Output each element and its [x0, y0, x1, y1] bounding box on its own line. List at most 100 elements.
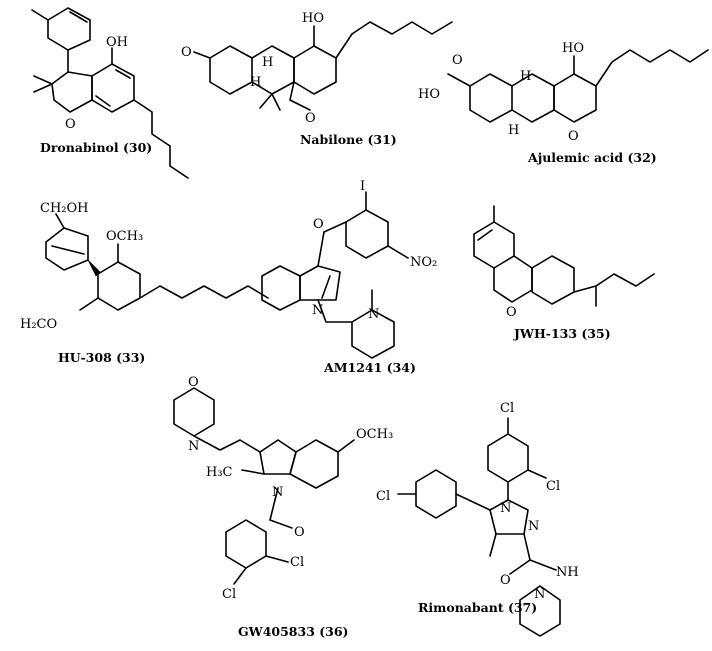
- atom-cl2: Cl: [222, 587, 236, 602]
- bond-chain: [595, 49, 709, 87]
- atom-o: O: [506, 305, 517, 320]
- bond-double: [321, 275, 331, 299]
- atom-n1: N: [312, 303, 323, 318]
- caption-nabilone: Nabilone (31): [300, 132, 397, 147]
- bond-benzo: [289, 439, 339, 489]
- atom-ketone-o: O: [181, 45, 192, 60]
- atom-o-morph: O: [188, 375, 199, 390]
- bond-pyrrole: [299, 265, 341, 301]
- bond-me2: [33, 75, 53, 85]
- bond-me: [489, 533, 497, 557]
- bond-cl1: [265, 555, 289, 563]
- bond-me1: [33, 83, 53, 93]
- atom-o: O: [500, 573, 511, 588]
- bond-pyrazole: [489, 499, 529, 535]
- bond-double: [477, 229, 493, 241]
- compound-am1241: I O NO₂ N N AM1241 (34): [261, 179, 437, 375]
- compound-rimonabant: Cl Cl Cl N N O NH N Rimonabant (37): [376, 401, 579, 637]
- atom-n2: N: [528, 519, 539, 534]
- atom-h2: H: [250, 75, 261, 90]
- bond-acid: [447, 73, 471, 87]
- bond-cl2: [233, 567, 247, 585]
- atom-cl1: Cl: [500, 401, 514, 416]
- caption-hu308: HU-308 (33): [58, 350, 145, 365]
- bond-h2co: [79, 297, 99, 311]
- caption-ajulemic: Ajulemic acid (32): [527, 150, 657, 165]
- bond-ring-c: [553, 73, 597, 123]
- atom-n1: N: [500, 501, 511, 516]
- atom-n2: N: [368, 307, 379, 322]
- bond-ring-a: [209, 45, 253, 95]
- bond-ring-a: [469, 73, 513, 123]
- atom-o: O: [305, 111, 316, 126]
- atom-h2: H: [508, 123, 519, 138]
- bond-amide: [523, 533, 531, 561]
- bond-arom: [531, 255, 575, 305]
- atom-cl1: Cl: [290, 555, 304, 570]
- bond-nitrophenyl: [345, 209, 389, 259]
- bond-me2: [271, 93, 281, 111]
- caption-rimonabant: Rimonabant (37): [418, 600, 537, 615]
- atom-ch2oh: CH₂OH: [40, 201, 89, 216]
- bond-me: [241, 469, 265, 475]
- bond-methyl: [31, 9, 49, 21]
- bond-ring-a: [473, 221, 515, 269]
- compound-nabilone: O HO O H H Nabilone (31): [181, 11, 453, 147]
- bond-chlorophenyl: [415, 469, 457, 519]
- bond-pyran: [493, 255, 533, 303]
- compound-dronabinol: OH O Dronabinol (30): [31, 7, 189, 179]
- atom-h2co: H₂CO: [20, 317, 57, 332]
- bond-carbonyl: [317, 231, 325, 267]
- atom-n3: N: [534, 587, 545, 602]
- atom-o: O: [313, 217, 324, 232]
- bond-nh: [529, 559, 557, 571]
- bond-cl2: [527, 469, 547, 479]
- bond-chain: [335, 33, 353, 59]
- bond-ketone: [193, 51, 211, 59]
- bond-aryl: [323, 221, 347, 233]
- caption-jwh133: JWH-133 (35): [513, 326, 611, 341]
- compound-gw405833: O N OCH₃ H₃C N O Cl Cl GW405833 (36): [173, 375, 393, 639]
- atom-ch3: H₃C: [206, 465, 233, 480]
- bond-ring-b: [51, 49, 93, 113]
- atom-oh: OH: [106, 35, 128, 50]
- bond-chain: [139, 285, 269, 299]
- bond-ethyl: [193, 435, 261, 453]
- atom-cl2: Cl: [546, 479, 560, 494]
- bond-phenyl: [225, 519, 267, 569]
- bond-ring-b: [511, 73, 555, 123]
- bond-chain: [573, 273, 655, 293]
- atom-n-morph: N: [188, 439, 199, 454]
- compound-jwh133: O JWH-133 (35): [473, 205, 655, 341]
- bond-n-co: [269, 487, 279, 521]
- atom-o: O: [65, 117, 76, 132]
- bond-benzo: [261, 265, 301, 311]
- atom-och3: OCH₃: [356, 427, 393, 442]
- atom-acid-o: O: [452, 53, 463, 68]
- compound-hu308: CH₂OH OCH₃ H₂CO HU-308 (33): [20, 201, 269, 365]
- atom-oh: HO: [302, 11, 324, 26]
- atom-acid-ho: HO: [418, 87, 440, 102]
- caption-gw405833: GW405833 (36): [238, 624, 348, 639]
- bond-me: [259, 93, 273, 109]
- bond-chain2: [351, 21, 453, 35]
- bond-ring-c: [293, 45, 337, 95]
- bond-aryl: [455, 493, 491, 511]
- atom-oh: HO: [562, 41, 584, 56]
- atom-n-ind: N: [272, 485, 283, 500]
- bond-co: [269, 519, 293, 529]
- bond-arom2: [95, 95, 111, 107]
- atom-nh: NH: [556, 565, 579, 580]
- atom-o: O: [568, 129, 579, 144]
- bond-arom: [97, 261, 141, 311]
- caption-dronabinol: Dronabinol (30): [40, 140, 152, 155]
- bond-dichlorophenyl: [487, 433, 529, 483]
- bond-bridge: [51, 245, 85, 255]
- bond-ring-a: [47, 7, 91, 51]
- bond-pyran: [289, 81, 311, 111]
- bond-co: [509, 559, 531, 575]
- atom-o: O: [294, 525, 305, 540]
- bond-linker: [317, 299, 353, 323]
- bond-arom1: [115, 69, 131, 79]
